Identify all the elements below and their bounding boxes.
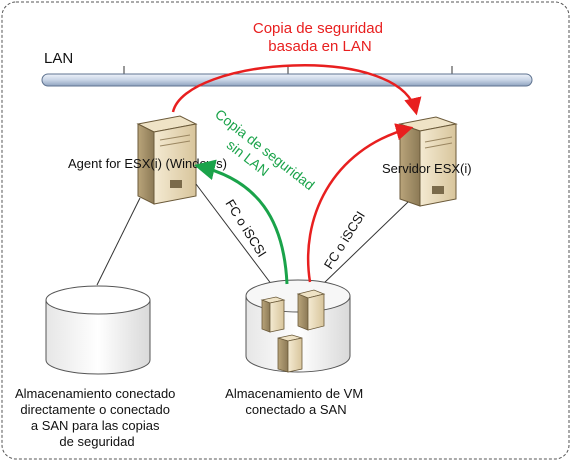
das-storage-icon bbox=[45, 285, 151, 375]
lan-label: LAN bbox=[44, 50, 73, 67]
vm-storage-label-line-1: Almacenamiento de VM bbox=[225, 386, 363, 401]
das-label-line-4: de seguridad bbox=[59, 434, 134, 449]
fc-right-label: FC o iSCSI bbox=[321, 209, 368, 272]
esx-server-label: Servidor ESX(i) bbox=[382, 161, 472, 176]
agent-label: Agent for ESX(i) (Windows) bbox=[68, 156, 227, 171]
lan-backup-label-line-1: Copia de seguridad bbox=[253, 20, 383, 37]
das-label: Almacenamiento conectado directamente o … bbox=[15, 386, 179, 449]
vm-storage-icon bbox=[245, 279, 351, 373]
lanfree-backup-arrow bbox=[193, 159, 289, 285]
vm-icon-1 bbox=[260, 296, 286, 333]
das-label-line-3: a SAN para las copias bbox=[31, 418, 160, 433]
vm-storage-label: Almacenamiento de VM conectado a SAN bbox=[225, 386, 367, 417]
lan-bar bbox=[41, 73, 533, 87]
lan-backup-arrow-from-san bbox=[306, 123, 414, 283]
vm-icon-2 bbox=[296, 289, 326, 331]
agent-to-das-line bbox=[96, 197, 141, 286]
agent-server-icon bbox=[136, 115, 198, 205]
agent-to-san-line bbox=[195, 183, 273, 286]
lan-backup-label: Copia de seguridad basada en LAN bbox=[253, 20, 387, 55]
lan-backup-arrow-up bbox=[171, 64, 422, 116]
vm-icon-3 bbox=[277, 334, 303, 373]
das-label-line-2: directamente o conectado bbox=[20, 402, 170, 417]
esx-to-san-line bbox=[321, 201, 409, 286]
lan-backup-label-line-2: basada en LAN bbox=[268, 38, 371, 55]
vm-storage-label-line-2: conectado a SAN bbox=[245, 402, 346, 417]
esx-server-icon bbox=[398, 116, 458, 207]
das-label-line-1: Almacenamiento conectado bbox=[15, 386, 175, 401]
